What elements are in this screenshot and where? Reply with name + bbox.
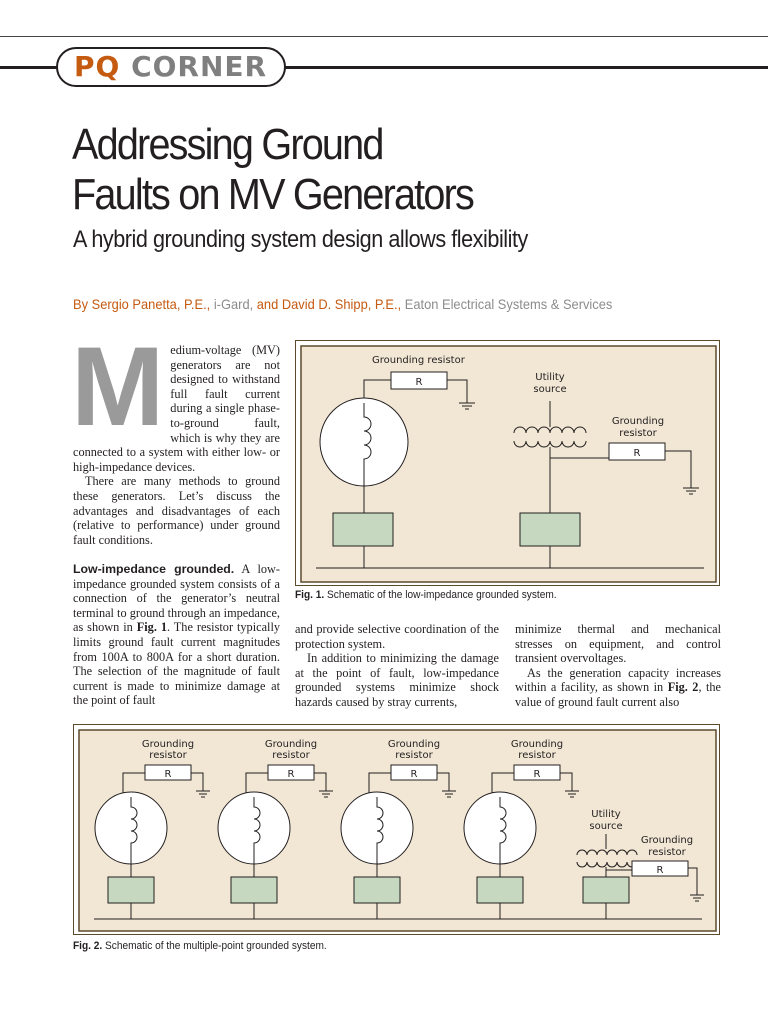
fig2-breaker-4 <box>476 876 524 904</box>
body-column-2: and provide selective coordination of th… <box>295 622 499 710</box>
title-line-2: Faults on MV Generators <box>72 170 475 219</box>
figure-2-caption-text: Schematic of the multiple-point grounded… <box>105 940 327 952</box>
low-impedance-text-b: . The resistor typically limits ground f… <box>73 620 281 708</box>
fig1-grounding-resistor-2-line-2: resistor <box>619 428 657 439</box>
drop-cap: M <box>71 324 165 449</box>
body-column-1-bottom: Low-impedance grounded. A low-impedance … <box>73 562 280 708</box>
fig2-generator-coil-1 <box>130 797 138 864</box>
fig1-breaker-1 <box>332 512 394 547</box>
fig1-ground-symbol-1 <box>459 402 475 410</box>
byline-affiliation-1: i-Gard, <box>213 296 254 312</box>
fig1-resistor-2-r: R <box>634 448 641 459</box>
fig2-breaker-1 <box>107 876 155 904</box>
paragraph-stresses: minimize thermal and mechanical stresses… <box>515 622 721 666</box>
figure-1-caption-text: Schematic of the low-impedance grounded … <box>327 589 557 601</box>
figure-1-caption: Fig. 1. Schematic of the low-impedance g… <box>295 589 557 601</box>
capacity-text-b: , the value of ground fault current also <box>515 680 722 709</box>
fig2-breaker-2 <box>230 876 278 904</box>
title-line-1: Addressing Ground <box>72 120 384 169</box>
byline-author-1: By Sergio Panetta, P.E., <box>73 296 211 312</box>
body-column-3: minimize thermal and mechanical stresses… <box>515 622 721 710</box>
fig2-ground-wire-2 <box>314 772 327 791</box>
fig2-breaker-3 <box>353 876 401 904</box>
paragraph-low-impedance: Low-impedance grounded. A low-impedance … <box>73 562 280 708</box>
figure-2-caption: Fig. 2. Schematic of the multiple-point … <box>73 940 327 952</box>
fig2-grounding-resistor-3-line-1: Grounding <box>388 739 440 750</box>
fig2-neutral-wire-4 <box>491 772 514 793</box>
section-header-badge: PQ CORNER <box>56 47 286 87</box>
fig2-generator-coil-3 <box>376 797 384 864</box>
section-header-rule <box>0 66 768 69</box>
low-impedance-text-a: A low-impedance grounded system consists… <box>73 562 280 635</box>
fig2-transformer-secondary <box>576 861 638 868</box>
fig1-grounding-resistor-label: Grounding resistor <box>372 355 466 366</box>
byline: By Sergio Panetta, P.E., i-Gard, and Dav… <box>73 296 612 312</box>
fig1-grounding-resistor-2-line-1: Grounding <box>612 416 664 427</box>
figure-2-schematic: GroundingresistorRGroundingresistorRGrou… <box>78 729 717 932</box>
fig1-generator-coil <box>363 403 372 486</box>
fig1-ground-wire-1 <box>447 379 468 403</box>
fig1-neutral-wire <box>363 379 391 403</box>
fig2-utility-ground-symbol <box>690 894 704 902</box>
section-header-corner: CORNER <box>131 50 268 83</box>
body-column-1-top: M edium-voltage (MV) generators are not … <box>71 324 280 547</box>
fig2-grounding-resistor-4-line-1: Grounding <box>511 739 563 750</box>
fig2-reference: Fig. 2 <box>667 680 699 695</box>
fig2-neutral-wire-3 <box>368 772 391 793</box>
paragraph-coordination: and provide selective coordination of th… <box>295 622 499 651</box>
fig2-generator-coil-2 <box>253 797 261 864</box>
fig2-neutral-wire-2 <box>245 772 268 793</box>
fig2-grounding-resistor-1-line-2: resistor <box>149 750 187 761</box>
top-rule <box>0 36 768 37</box>
fig1-reference: Fig. 1 <box>136 620 167 635</box>
fig2-neutral-wire-1 <box>122 772 145 793</box>
fig2-resistor-1-r: R <box>165 769 172 780</box>
fig2-utility-resistor-line-2: resistor <box>648 847 686 858</box>
fig1-utility-line-2: source <box>533 384 566 395</box>
fig1-transformer-primary <box>513 426 587 434</box>
fig2-ground-wire-4 <box>560 772 573 791</box>
fig1-utility-line-1: Utility <box>535 372 564 383</box>
fig2-transformer-primary <box>576 849 638 856</box>
fig2-grounding-resistor-2-line-2: resistor <box>272 750 310 761</box>
byline-affiliation-2: Eaton Electrical Systems & Services <box>404 296 613 312</box>
fig2-ground-wire-1 <box>191 772 204 791</box>
fig2-utility-breaker <box>582 876 630 904</box>
fig2-grounding-resistor-4-line-2: resistor <box>518 750 556 761</box>
figure-1: Grounding resistor R Utility source Grou… <box>295 340 720 586</box>
article-title: Addressing Ground Faults on MV Generator… <box>72 120 630 220</box>
fig1-breaker-2 <box>519 512 581 547</box>
article-subtitle: A hybrid grounding system design allows … <box>73 226 528 253</box>
fig2-utility-line-1: Utility <box>591 809 620 820</box>
fig2-utility-line-2: source <box>589 821 622 832</box>
figure-2-caption-label: Fig. 2. <box>73 940 103 952</box>
paragraph-capacity: As the generation capacity increases wit… <box>515 666 721 710</box>
fig2-utility-resistor-r: R <box>657 865 664 876</box>
fig2-grounding-resistor-2-line-1: Grounding <box>265 739 317 750</box>
paragraph-intro: edium-voltage (MV) generators are not de… <box>73 343 280 474</box>
section-header-pq: PQ <box>74 50 121 83</box>
paragraph-minimizing: In addition to minimizing the damage at … <box>295 651 499 709</box>
fig2-grounding-resistor-1-line-1: Grounding <box>142 739 194 750</box>
figure-1-caption-label: Fig. 1. <box>295 589 325 601</box>
fig2-grounding-resistor-3-line-2: resistor <box>395 750 433 761</box>
paragraph-methods: There are many methods to ground these g… <box>73 474 280 547</box>
low-impedance-heading: Low-impedance grounded. <box>73 562 235 576</box>
byline-author-2: and David D. Shipp, P.E., <box>256 296 402 312</box>
capacity-text-a: As the generation capacity increases wit… <box>515 665 721 695</box>
fig2-resistor-4-r: R <box>534 769 541 780</box>
fig1-ground-symbol-2 <box>683 487 699 495</box>
fig2-utility-resistor-line-1: Grounding <box>641 835 693 846</box>
fig2-resistor-3-r: R <box>411 769 418 780</box>
fig2-resistor-2-r: R <box>288 769 295 780</box>
fig2-generator-coil-4 <box>499 797 507 864</box>
fig1-transformer-secondary <box>513 440 587 448</box>
figure-1-schematic: Grounding resistor R Utility source Grou… <box>300 345 717 583</box>
fig1-resistor-1-r: R <box>416 377 423 388</box>
fig2-ground-wire-3 <box>437 772 450 791</box>
